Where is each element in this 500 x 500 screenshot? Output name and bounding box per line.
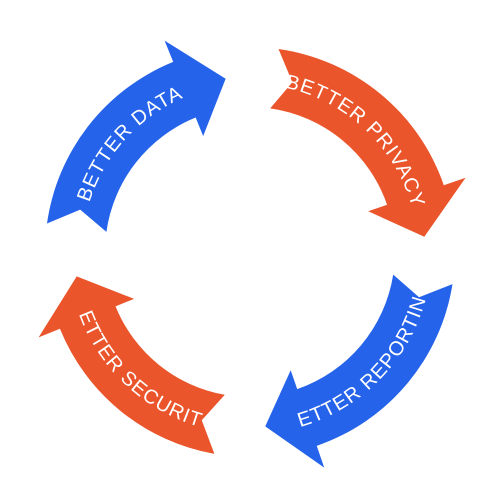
arrow-better-data bbox=[47, 40, 226, 232]
arrow-better-security bbox=[38, 276, 225, 454]
arrow-better-privacy bbox=[270, 49, 466, 237]
arrow-better-reporting bbox=[265, 274, 453, 468]
